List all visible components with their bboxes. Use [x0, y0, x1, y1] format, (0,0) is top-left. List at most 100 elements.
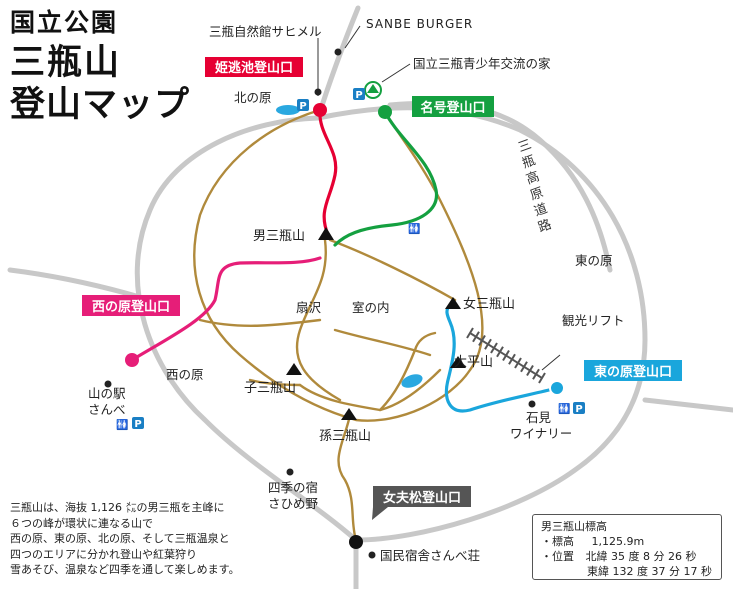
- meotomatsu-trailhead-label: 女夫松登山口: [372, 486, 471, 520]
- description-line: 西の原、東の原、北の原、そして三瓶温泉と: [10, 532, 230, 545]
- sanbe-burger-marker: [334, 48, 342, 56]
- road-label-char: 瓶: [520, 153, 537, 172]
- description-line: 四つのエリアに分かれ登山や紅葉狩り: [10, 547, 197, 561]
- winery-marker: [528, 400, 536, 408]
- taihei-peak-icon: [450, 356, 466, 368]
- toilet-icon: 🚻: [408, 222, 420, 235]
- sanbeso-marker: [368, 551, 376, 559]
- lift-tick: [532, 368, 540, 380]
- info-position-label: ・位置: [541, 550, 574, 563]
- lift-tick: [472, 331, 480, 343]
- parking-icon: P: [573, 402, 585, 415]
- nishinohara-trailhead-label: 西の原登山口: [82, 295, 180, 316]
- meotomatsu-trailhead-text: 女夫松登山口: [383, 490, 461, 506]
- road-label-char: 道: [532, 201, 549, 220]
- kosanbe-label: 子三瓶山: [244, 381, 296, 396]
- trail-nishinohara: [130, 256, 322, 362]
- info-elevation-value: 1,125.9m: [591, 535, 645, 548]
- road-east: [642, 397, 733, 413]
- higashinohara-area-label: 東の原: [575, 253, 613, 268]
- info-latitude: 北緯 35 度 8 分 26 秒: [585, 550, 697, 563]
- himenigeike-pond: [276, 105, 300, 115]
- kitanohara-label: 北の原: [234, 90, 272, 105]
- trail-outer-ring: [193, 108, 484, 422]
- description-line: 雪あそび、温泉など四季を通して楽しめます。: [10, 563, 240, 576]
- lift-label: 観光リフト: [562, 313, 625, 328]
- trail-osanbe-south: [295, 238, 342, 402]
- trail-meigou: [333, 110, 439, 247]
- michinoeki-marker: [104, 380, 112, 388]
- title-line3: 登山マップ: [10, 85, 191, 125]
- svg-text:P: P: [355, 90, 362, 101]
- sanbe-burger-label: SANBE BURGER: [366, 17, 473, 31]
- osanbe-label: 男三瓶山: [253, 229, 305, 244]
- road-label-char: 路: [536, 216, 554, 235]
- kosanbe-peak-icon: [286, 363, 302, 375]
- higashinohara-trailhead-text: 東の原登山口: [594, 364, 672, 380]
- lift-tick: [484, 338, 492, 350]
- title-line1: 国立公園: [10, 8, 119, 37]
- road-label-char: 高: [524, 168, 542, 187]
- nishinohara-trailhead-dot: [125, 353, 139, 367]
- lift-tick: [520, 361, 528, 373]
- ougizako-label: 扇沢: [296, 300, 322, 315]
- youth-house-symbol: [364, 81, 382, 99]
- lift-tick: [526, 364, 534, 377]
- muronouchi-label: 室の内: [352, 300, 390, 315]
- lift-tick: [514, 357, 522, 369]
- lift-tick: [502, 349, 510, 362]
- trail-osanbe-mesanbe: [328, 238, 457, 302]
- toilet-icon: 🚻: [116, 418, 128, 431]
- lift-tick: [496, 346, 504, 358]
- mesanbe-peak-icon: [445, 297, 461, 309]
- michinoeki-label: さんべ: [88, 402, 126, 417]
- sahimel-marker: [314, 88, 322, 96]
- parking-icon: P: [297, 99, 309, 112]
- meigou-trailhead-dot: [378, 105, 392, 119]
- muronouchi-pond: [401, 374, 423, 388]
- parking-icon: P: [353, 88, 365, 101]
- winery-label: 石見: [526, 410, 552, 425]
- higashinohara-trailhead-dot: [549, 380, 565, 396]
- info-heading: 男三瓶山標高: [541, 520, 607, 533]
- leader-lines: [317, 25, 561, 371]
- osanbe-peak-icon: [318, 227, 334, 240]
- meotomatsu-trailhead-dot: [349, 535, 363, 549]
- lift-tick: [508, 353, 516, 365]
- sahimel-label: 三瓶自然館サヒメル: [209, 24, 322, 39]
- meigou-trailhead-label: 名号登山口: [412, 96, 494, 117]
- info-longitude: 東緯 132 度 37 分 17 秒: [587, 565, 712, 578]
- sahimeno-label: 四季の宿: [268, 480, 318, 495]
- nishinohara-area-label: 西の原: [166, 367, 204, 382]
- description: 三瓶山は、海抜 1,126 ㍍の男三瓶を主峰に ６つの峰が環状に連なる山で 西の…: [10, 500, 260, 578]
- youth-house-label: 国立三瓶青少年交流の家: [413, 56, 551, 71]
- general-trails: [193, 108, 484, 542]
- description-line: 三瓶山は、海抜 1,126 ㍍の男三瓶を主峰に: [10, 501, 225, 514]
- svg-text:P: P: [134, 419, 141, 430]
- road-label-char: 三: [516, 137, 533, 156]
- trail-magosanbe: [337, 413, 358, 542]
- sahimeno-label: さひめ野: [268, 496, 319, 511]
- trail-muronouchi: [333, 328, 432, 357]
- road-label-char: 原: [528, 185, 545, 204]
- description-line: ６つの峰が環状に連なる山で: [10, 516, 153, 530]
- himenigeike-trailhead-label: 姫逃池登山口: [205, 57, 303, 77]
- winery-label: ワイナリー: [510, 426, 572, 441]
- himenigeike-trailhead-dot: [313, 103, 327, 117]
- sanbeso-label: 国民宿舎さんべ荘: [380, 548, 480, 563]
- lift-tick: [490, 342, 498, 354]
- toilet-icon: 🚻: [558, 402, 570, 415]
- road-sanbe-kogen: [387, 100, 613, 273]
- elevation-info-box: 男三瓶山標高 ・標高 1,125.9m ・位置 北緯 35 度 8 分 26 秒…: [532, 514, 722, 580]
- trail-himenigeike: [318, 108, 338, 237]
- lift-tick: [478, 334, 486, 347]
- taihei-label: 大平山: [454, 355, 493, 370]
- magosanbe-label: 孫三瓶山: [319, 429, 371, 444]
- meigou-trailhead-text: 名号登山口: [420, 100, 485, 116]
- magosanbe-peak-icon: [341, 408, 357, 420]
- trail-inner-cross: [378, 331, 437, 412]
- higashinohara-trailhead-label: 東の原登山口: [584, 360, 682, 381]
- svg-text:P: P: [575, 404, 582, 415]
